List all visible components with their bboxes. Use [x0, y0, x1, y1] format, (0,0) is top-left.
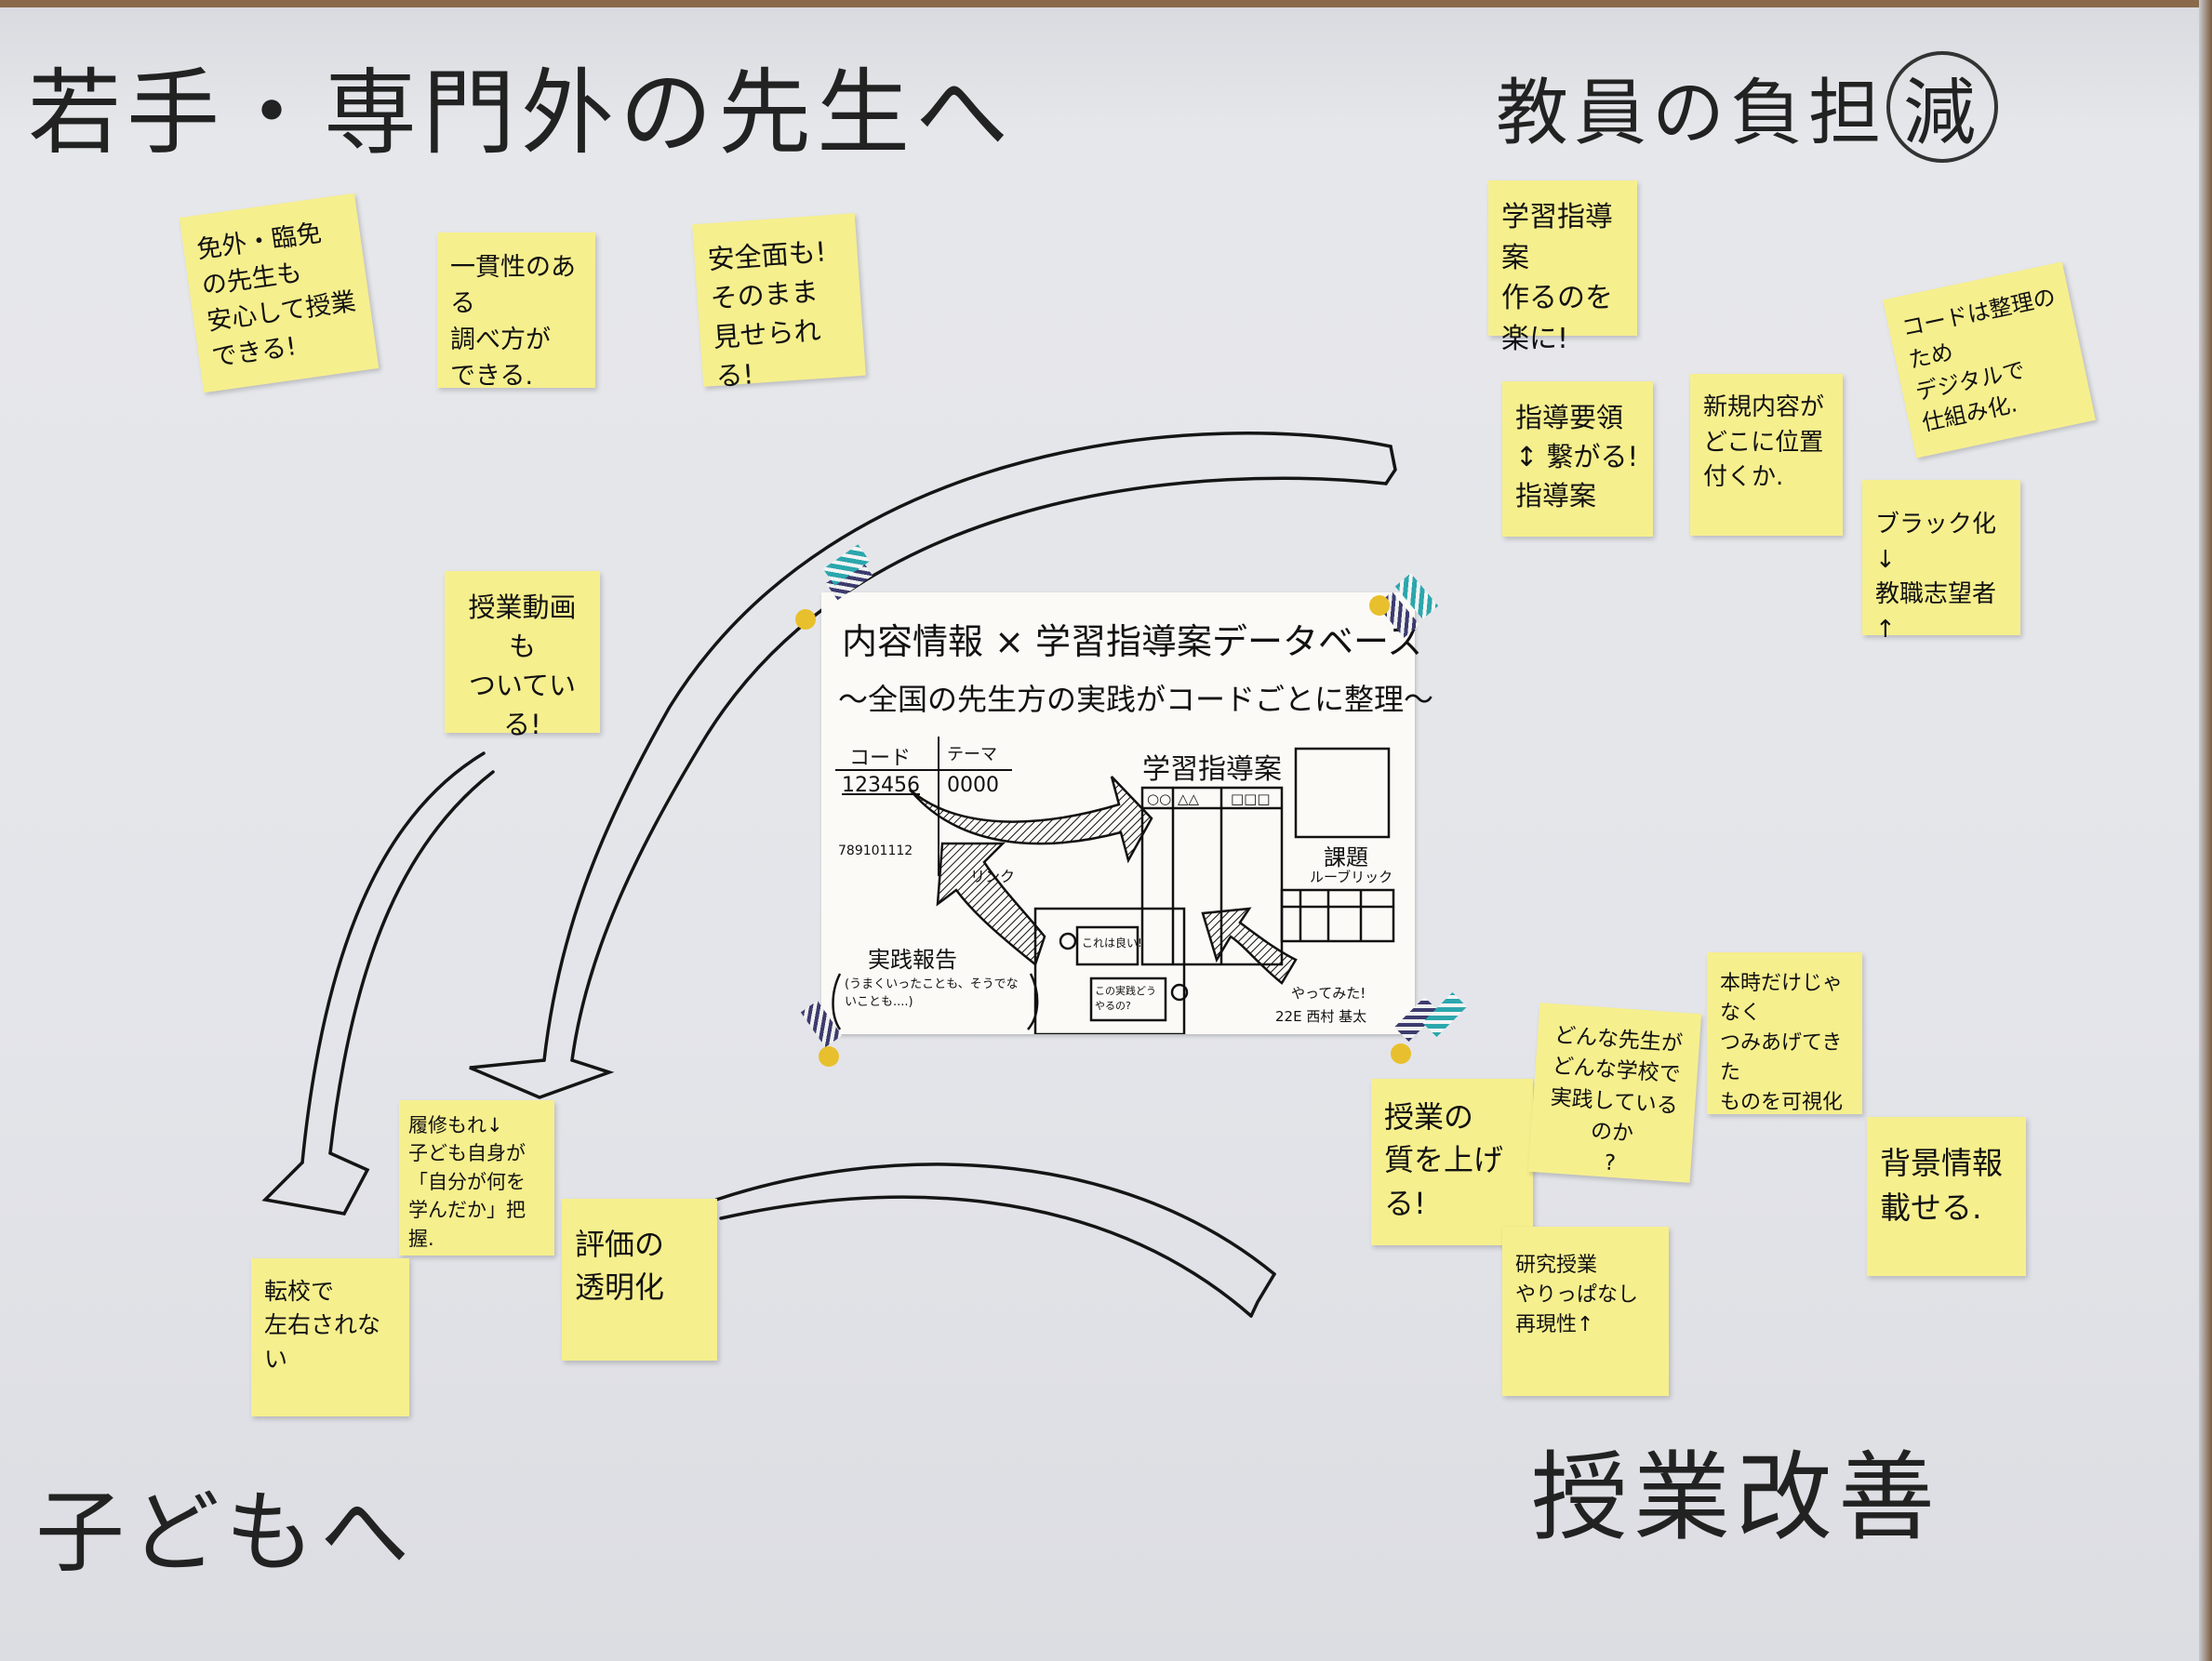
sticky-note: 評価の 透明化: [562, 1199, 717, 1361]
poster-drawing: [832, 747, 1395, 1034]
tried-label: やってみた!: [1291, 985, 1366, 1002]
bubble-1: [1075, 925, 1139, 966]
sticky-note: 授業動画 も ついている!: [445, 571, 600, 740]
sticky-note: 一貫性のある 調べ方が できる.: [437, 233, 595, 391]
col-code: コード: [849, 747, 912, 770]
plan-col: △△: [1178, 791, 1200, 807]
sticky-note: 背景情報 載せる.: [1867, 1117, 2026, 1276]
sticky-note: 本時だけじゃなく つみあげてきた ものを可視化: [1707, 952, 1862, 1114]
sticky-note: どんな先生が どんな学校で 実践しているのか ?: [1527, 1003, 1702, 1183]
arrow-bottom: [714, 1163, 1276, 1276]
arrow-big-top-head: [469, 1058, 615, 1099]
table-edge-top: [0, 0, 2212, 7]
sticky-note: 転校で 左右されない: [251, 1258, 409, 1416]
arrow-left-inner: [328, 770, 495, 1155]
sticky-note: 学習指導案 作るのを 楽に!: [1488, 180, 1637, 355]
sticky-note: 安全面も! そのまま 見せられる!: [692, 213, 866, 392]
arrow-to-plan-icon: [909, 776, 1153, 864]
sticky-note: 新規内容が どこに位置 付くか.: [1690, 374, 1843, 536]
report-bracket: [832, 973, 1039, 1030]
sticky-note: ブラック化↓ 教職志望者↑: [1862, 480, 2020, 644]
sticky-note: 研究授業 やりっぱなし 再現性↑: [1502, 1227, 1669, 1396]
link-label: リンク: [970, 868, 1016, 885]
report-label: 実践報告: [868, 947, 957, 973]
heading-for-children: 子どもへ: [35, 1481, 415, 1585]
poster-title: 内容情報 × 学習指導案データベース: [842, 621, 1423, 662]
arrow-big-top: [542, 432, 1392, 1062]
practice-page: [1033, 907, 1186, 1034]
bubble-2: [1089, 977, 1167, 1022]
sticky-note: 授業の 質を上げる!: [1371, 1079, 1533, 1245]
bubble-1-text: これは良い!: [1082, 937, 1142, 950]
tape-dot: [1391, 1043, 1411, 1064]
heading-teacher-burden: 教員の負担減: [1496, 51, 1999, 163]
person-icon: [1170, 983, 1189, 1002]
theme-1: 0000: [947, 774, 999, 797]
arrow-left-head: [261, 1151, 370, 1216]
sticky-note: 指導要領 ↕ 繋がる! 指導案: [1502, 381, 1653, 537]
arrow-report-icon: [936, 842, 1046, 967]
poster-subtitle: 〜全国の先生方の実践がコードごとに整理〜: [838, 682, 1434, 717]
task-label: 課題: [1324, 844, 1368, 870]
table-edge-right: [2199, 0, 2212, 1661]
report-note: (うまくいったことも、そうでないことも....): [845, 977, 1019, 1009]
heading-lesson-improvement: 授業改善: [1531, 1441, 1941, 1554]
rubric-label: ルーブリック: [1310, 869, 1393, 885]
bubble-2-text: この実践どうやるの?: [1095, 985, 1156, 1012]
arrow-bottom-inner: [719, 1195, 1253, 1318]
table-rule: [835, 769, 1012, 771]
sticky-note: 免外・臨免 の先生も 安心して授業 できる!: [179, 193, 380, 393]
col-theme: テーマ: [947, 745, 997, 764]
rubric-table: [1280, 888, 1395, 943]
arrow-bottom-cap: [1249, 1272, 1276, 1318]
tape-dot: [795, 609, 816, 630]
author-label: 22E 西村 基太: [1275, 1008, 1367, 1025]
circled-reduce: 減: [1886, 51, 1999, 163]
sticky-note: 履修もれ↓ 子ども自身が 「自分が何を 学んだか」把握.: [399, 1100, 554, 1256]
heading-young-teachers: 若手・専門外の先生へ: [28, 59, 1014, 167]
database-concept-poster: 内容情報 × 学習指導案データベース 〜全国の先生方の実践がコードごとに整理〜 …: [821, 592, 1433, 1034]
plan-label: 学習指導案: [1142, 753, 1282, 786]
plan-col: □□□: [1231, 791, 1271, 807]
code-2: 789101112: [838, 844, 913, 858]
table-divider: [938, 737, 939, 876]
arrow-big-top-cap: [1384, 445, 1397, 485]
tape-dot: [1369, 595, 1390, 616]
code-1: 123456: [842, 774, 920, 797]
task-sheet-icon: [1294, 747, 1391, 839]
heading-teacher-burden-text: 教員の負担: [1496, 72, 1887, 155]
plan-col: ○○: [1147, 791, 1172, 807]
person-icon: [1059, 932, 1077, 950]
plan-table: [1140, 786, 1284, 966]
arrow-big-top-inner: [570, 476, 1388, 1062]
arrow-left: [300, 751, 486, 1164]
tape-dot: [819, 1046, 839, 1067]
